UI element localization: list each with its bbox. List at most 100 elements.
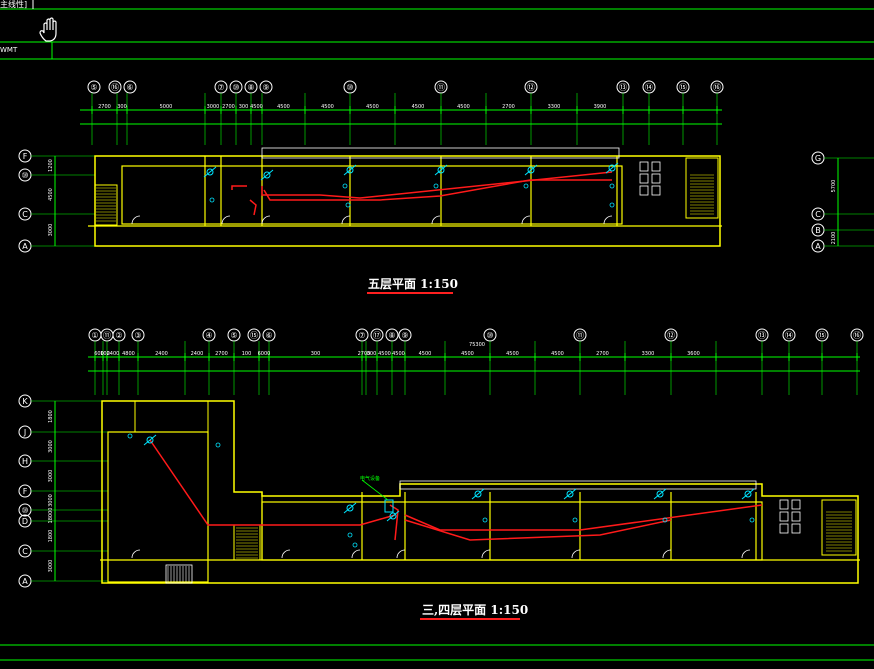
- door-swing: [261, 215, 271, 225]
- device-label: 电气设备: [360, 475, 380, 482]
- column-axis-bubble: [87, 80, 101, 94]
- dimension-text: 3300: [548, 104, 561, 110]
- toilet-fixture: [791, 499, 801, 510]
- dimension-text: 2700: [222, 104, 235, 110]
- total-dimension-text: 75300: [469, 342, 485, 348]
- column-axis-bubble: [259, 80, 273, 94]
- dimension-text: 4500: [457, 104, 470, 110]
- outlet-symbol: [342, 183, 348, 189]
- column-axis-bubble-label: ①: [91, 331, 98, 340]
- door-swing: [131, 215, 141, 225]
- row-axis-bubble-label: J: [23, 428, 26, 437]
- plan-top-title-underline: [367, 292, 453, 294]
- row-dimension-text: 3000: [48, 470, 54, 483]
- dimension-text: 4500: [551, 351, 564, 357]
- column-axis-bubble-label: ⑬: [758, 331, 766, 340]
- door-swing: [603, 215, 613, 225]
- dimension-text: 2700: [358, 351, 371, 357]
- row-axis-bubble-label: A: [22, 242, 28, 251]
- device-symbol: [146, 436, 154, 444]
- plan-bottom-title: 三,四层平面 1:150: [422, 603, 529, 617]
- row-axis-bubble-label: F: [23, 487, 28, 496]
- column-axis-bubble-label: ⑧: [247, 83, 254, 92]
- door-swing: [521, 215, 531, 225]
- stair-right: [821, 499, 857, 556]
- corridor-wall: [261, 501, 763, 561]
- column-axis-bubble-label: ⑩: [486, 331, 493, 340]
- device-symbol: [527, 166, 535, 174]
- outlet-symbol: [523, 183, 529, 189]
- outlet-symbol: [352, 542, 358, 548]
- device-symbol: [263, 171, 271, 179]
- device-symbol: [206, 168, 214, 176]
- outlet-symbol: [347, 532, 353, 538]
- door-swing: [431, 215, 441, 225]
- row-dimension-text: 3000: [48, 440, 54, 453]
- column-axis-bubble: [108, 80, 122, 94]
- dimension-text: 300: [367, 351, 377, 357]
- device-leader: [524, 164, 538, 176]
- outlet-symbol: [482, 517, 488, 523]
- toilet-fixture: [779, 499, 789, 510]
- outlet-symbol: [127, 433, 133, 439]
- column-axis-bubble-label: ⑥: [126, 83, 133, 92]
- outlet-symbol: [609, 183, 615, 189]
- outer-wall: [94, 155, 721, 247]
- row-dimension-text: 4500: [48, 188, 54, 201]
- toilet-fixture: [639, 185, 649, 196]
- hall-wall: [107, 431, 209, 583]
- dimension-text: 4500: [419, 351, 432, 357]
- row-axis-bubble-right-label: C: [815, 210, 821, 219]
- dimension-text: 4500: [250, 104, 263, 110]
- outlet-symbol: [572, 517, 578, 523]
- dimension-text: 2400: [155, 351, 168, 357]
- row-dimension-text: 1800: [48, 410, 54, 423]
- device-leader: [343, 502, 357, 514]
- column-axis-bubble-label: ②: [115, 331, 122, 340]
- toilet-fixture: [651, 173, 661, 184]
- pipe-run: [389, 504, 399, 541]
- door-swing: [481, 549, 491, 559]
- column-axis-bubble-label: ⑯: [111, 83, 119, 92]
- column-axis-bubble-label: ⑤: [90, 83, 97, 92]
- row-axis-bubble-label: H: [22, 457, 28, 466]
- device-leader: [605, 162, 619, 174]
- dimension-text: 4500: [378, 351, 391, 357]
- sub-label: WMT: [0, 46, 18, 54]
- pipe-run: [149, 439, 396, 526]
- column-axis-bubble-label: ⑫: [527, 83, 535, 92]
- row-axis-bubble-label: D: [22, 517, 28, 526]
- row-axis-bubble-label: C: [22, 210, 28, 219]
- row-axis-bubble-label: C: [22, 547, 28, 556]
- dimension-text: 4500: [277, 104, 290, 110]
- outlet-symbol: [662, 517, 668, 523]
- outlet-symbol: [209, 197, 215, 203]
- toilet-fixture: [791, 523, 801, 534]
- dimension-text: 5000: [160, 104, 173, 110]
- dimension-text: 2400: [191, 351, 204, 357]
- distribution-box: [384, 499, 394, 513]
- device-leader: [653, 488, 667, 500]
- row-dimension-text: 3000: [48, 224, 54, 237]
- column-axis-bubble-label: ③: [134, 331, 141, 340]
- outlet-symbol: [215, 442, 221, 448]
- dimension-text: 3900: [594, 104, 607, 110]
- door-swing: [351, 549, 361, 559]
- column-axis-bubble-label: ⑥: [265, 331, 272, 340]
- stair-right: [685, 157, 719, 219]
- corridor-wall: [121, 165, 623, 225]
- dimension-text: 300: [311, 351, 321, 357]
- column-axis-bubble-label: ⑰: [373, 331, 381, 340]
- device-leader: [741, 488, 755, 500]
- column-axis-bubble-label: ⑨: [401, 331, 408, 340]
- column-axis-bubble-label: ⑪: [576, 331, 584, 340]
- device-symbol: [656, 490, 664, 498]
- plan-top-title: 五层平面 1:150: [368, 277, 459, 291]
- dimension-text: 2700: [596, 351, 609, 357]
- device-symbol: [474, 490, 482, 498]
- entrance-steps: [165, 564, 193, 584]
- stair-left: [94, 184, 118, 226]
- device-symbol: [744, 490, 752, 498]
- row-axis-bubble-right-label: G: [815, 154, 821, 163]
